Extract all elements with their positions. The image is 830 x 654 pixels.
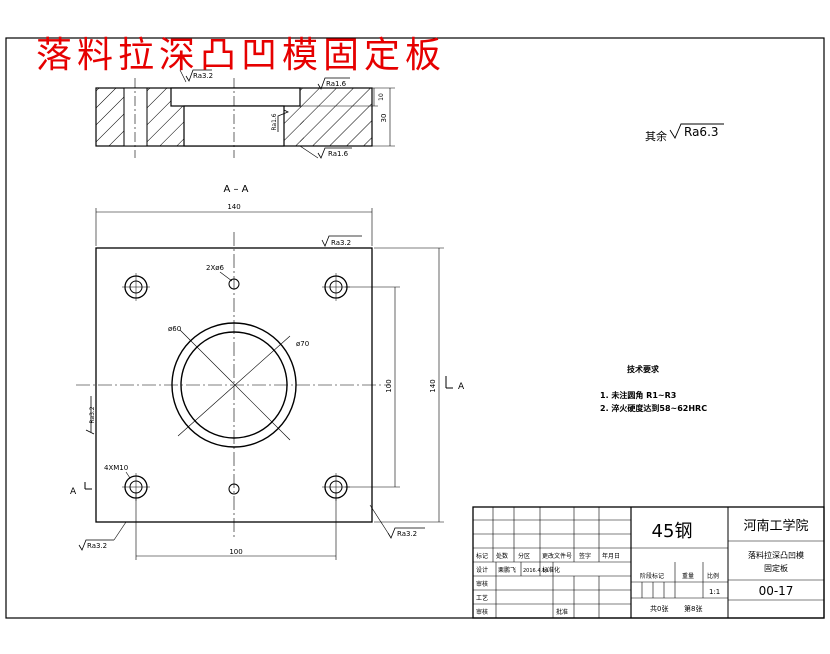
dim-spacing-100-h: 100 [229,548,242,556]
tb-row-approve: 批准 [556,608,568,616]
tb-part-name-2: 固定板 [764,563,788,573]
tb-header-2: 分区 [518,552,530,560]
general-roughness: 其余 Ra6.3 [645,123,724,143]
tb-weight-label: 重量 [682,572,694,580]
title-block [472,506,825,619]
dim-step-10: 10 [378,93,385,101]
tb-header-0: 标记 [476,552,488,560]
tb-scale: 1:1 [709,588,720,596]
tb-row-review: 审核 [476,580,488,588]
tech-note-1: 1. 未注圆角 R1~R3 [600,390,676,400]
tb-header-3: 更改文件号 [542,552,572,560]
drawing-title: 落料拉深凸凹模固定板 [36,35,447,76]
roughness-bottom: Ra1.6 [328,150,349,158]
tb-school: 河南工学院 [743,518,808,534]
tech-note-2: 2. 淬火硬度达到58~62HRC [600,403,707,413]
tech-notes-heading: 技术要求 [627,364,660,374]
roughness-plate-bottom-left: Ra3.2 [87,542,107,550]
svg-text:其余: 其余 [645,129,667,143]
dim-width-140: 140 [227,203,240,211]
roughness-plate-top-right: Ra3.2 [331,239,351,247]
tb-drawing-no: 00-17 [759,584,794,598]
section-arrow-left: A [70,487,77,497]
dim-pin-holes: 2Xø6 [206,264,225,272]
dim-spacing-100-v: 100 [385,379,393,392]
technical-notes: 技术要求 1. 未注圆角 R1~R3 2. 淬火硬度达到58~62HRC [600,364,707,413]
tb-header-1: 处数 [496,552,508,560]
tb-stage-label: 阶段标记 [640,572,664,580]
tb-design-date: 2016.4.10 [523,568,548,574]
roughness-general: Ra6.3 [684,125,719,139]
roughness-bore-side: Ra1.6 [271,113,278,130]
tb-header-4: 签字 [579,552,591,560]
roughness-top-right: Ra1.6 [326,80,347,88]
dim-height-140: 140 [429,379,437,392]
section-view: 30 10 Ra3.2 Ra1.6 Ra1.6 Ra1.6 [95,69,395,159]
tb-row-standard: 标准化 [542,566,560,574]
dim-screw-holes: 4XM10 [104,464,128,472]
roughness-plate-bottom-right: Ra3.2 [397,530,417,538]
section-arrow-right: A [458,382,465,392]
tb-part-name-1: 落料拉深凸凹模 [748,550,804,560]
dim-bore-60: ø60 [168,325,181,333]
tb-row-design: 设计 [476,566,488,574]
dim-outer-70: ø70 [296,340,309,348]
tb-material: 45钢 [652,521,693,542]
drawing-frame [5,37,825,619]
tb-sheet-total: 共0张 [650,604,668,613]
tb-scale-label: 比例 [707,572,719,580]
tb-header-5: 年月日 [602,552,620,560]
tb-sheet-no: 第8张 [684,604,702,613]
tb-designer: 栗鹏飞 [498,566,516,574]
tb-row-process: 工艺 [476,594,488,602]
tb-row-check: 审核 [476,608,488,616]
plan-view: 140 140 100 100 ø60 ø70 [70,203,465,560]
dim-thickness-30: 30 [380,114,388,123]
roughness-top-left: Ra3.2 [193,72,213,80]
section-label: A – A [223,184,248,195]
roughness-plate-left: Ra3.2 [89,406,96,423]
